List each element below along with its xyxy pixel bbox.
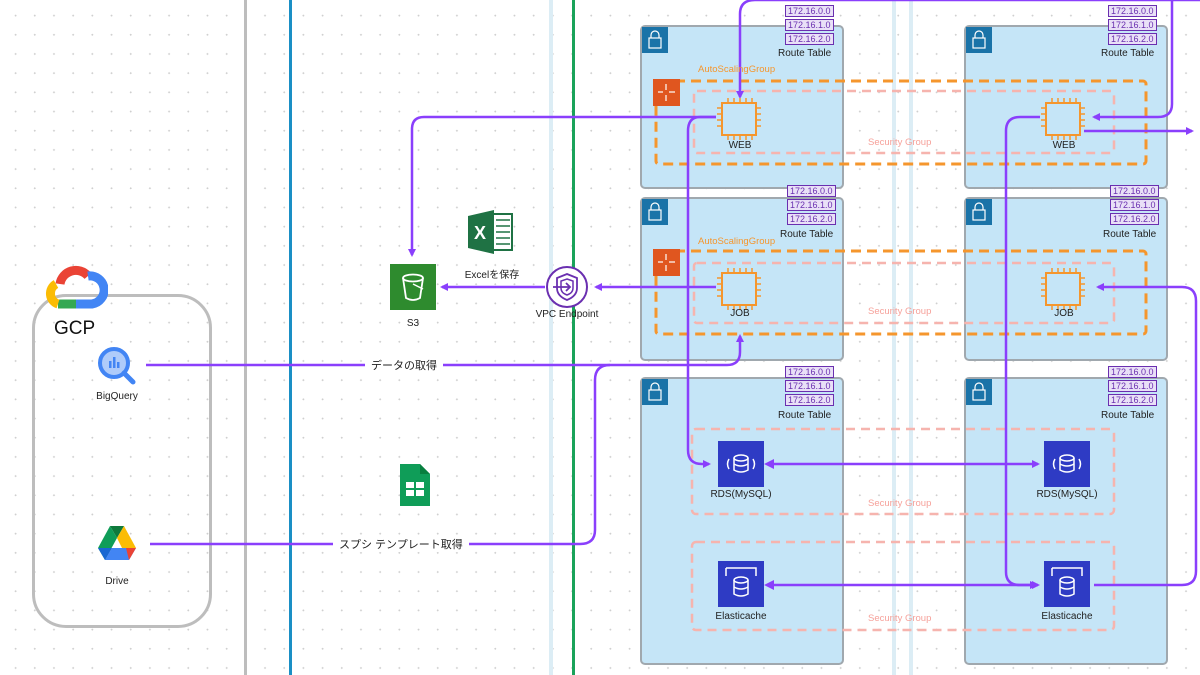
job-c-label: JOB <box>1054 308 1074 319</box>
route-entry: 172.16.2.0 <box>787 213 836 225</box>
edge-web-c-cache <box>1004 115 1040 589</box>
job-a-label: JOB <box>730 308 750 319</box>
route-entry: 172.16.1.0 <box>785 380 834 392</box>
web-c-label: WEB <box>1052 140 1076 151</box>
edge-label-drive: スプシ テンプレート取得 <box>333 536 469 552</box>
route-table-label: Route Table <box>1101 410 1155 421</box>
security-group-cache <box>690 540 1116 632</box>
edge-cache-job-c <box>1094 283 1198 587</box>
autoscaling-icon <box>653 79 680 106</box>
route-entry: 172.16.0.0 <box>1108 5 1157 17</box>
security-group-label-web: Security Group <box>868 137 932 148</box>
autoscaling-group-label-job: AutoScalingGroup <box>698 236 776 247</box>
edge-internet-web-c <box>1092 0 1174 121</box>
subnet-db-a <box>640 377 844 665</box>
ec2-icon-web-a <box>717 98 761 140</box>
elasticache-icon-c <box>1044 561 1090 607</box>
subnet-public-c <box>964 25 1168 189</box>
route-entry: 172.16.1.0 <box>1110 199 1159 211</box>
route-entry: 172.16.2.0 <box>1108 33 1157 45</box>
edge-bigquery-job <box>146 334 744 367</box>
route-entry: 172.16.2.0 <box>785 394 834 406</box>
autoscaling-icon <box>653 249 680 276</box>
divider-lightblue-2 <box>892 0 896 675</box>
route-table-label: Route Table <box>1103 229 1157 240</box>
security-group-rds <box>690 427 1116 516</box>
vpc-endpoint-icon[interactable] <box>545 265 589 309</box>
svg-text:X: X <box>474 223 486 243</box>
route-entry: 172.16.0.0 <box>787 185 836 197</box>
elasticache-a-label: Elasticache <box>715 611 767 622</box>
route-entry: 172.16.0.0 <box>1110 185 1159 197</box>
divider-gray <box>244 0 247 675</box>
vpc-endpoint-label: VPC Endpoint <box>535 309 599 320</box>
gcp-title: GCP <box>54 318 96 339</box>
web-a-label: WEB <box>728 140 752 151</box>
bigquery-label: BigQuery <box>96 391 138 402</box>
route-table-label: Route Table <box>778 410 832 421</box>
route-entry: 172.16.2.0 <box>1108 394 1157 406</box>
excel-icon: X <box>468 210 513 254</box>
elasticache-icon-a <box>718 561 764 607</box>
google-cloud-icon <box>46 265 108 309</box>
elasticache-c-label: Elasticache <box>1041 611 1093 622</box>
route-entry: 172.16.1.0 <box>1108 19 1157 31</box>
autoscaling-group-label-web: AutoScalingGroup <box>698 64 776 75</box>
drive-label: Drive <box>105 576 129 587</box>
excel-label: Excelを保存 <box>464 270 520 281</box>
autoscaling-group-web <box>654 79 1148 166</box>
route-entry: 172.16.1.0 <box>1108 380 1157 392</box>
autoscaling-group-job <box>654 249 1148 336</box>
edge-label-bigquery: データの取得 <box>365 357 443 373</box>
ec2-icon-job-a <box>717 268 761 310</box>
subnet-db-c <box>964 377 1168 665</box>
route-table-label: Route Table <box>778 48 832 59</box>
route-entry: 172.16.1.0 <box>785 19 834 31</box>
security-group-label-rds: Security Group <box>868 498 932 509</box>
route-table-label: Route Table <box>1101 48 1155 59</box>
security-group-label-job: Security Group <box>868 306 932 317</box>
route-entry: 172.16.1.0 <box>787 199 836 211</box>
security-group-label-cache: Security Group <box>868 613 932 624</box>
subnet-public-a <box>640 25 844 189</box>
rds-c-label: RDS(MySQL) <box>1036 489 1098 500</box>
route-entry: 172.16.0.0 <box>785 366 834 378</box>
s3-label: S3 <box>406 318 420 329</box>
ec2-icon-web-c <box>1041 98 1085 140</box>
rds-icon-a <box>718 441 764 487</box>
google-sheets-icon <box>400 464 430 506</box>
divider-blue <box>289 0 292 675</box>
google-drive-icon[interactable] <box>96 524 138 562</box>
gcp-group <box>32 294 212 628</box>
divider-lightblue <box>549 0 553 675</box>
edge-web-s3 <box>408 115 716 257</box>
route-entry: 172.16.2.0 <box>785 33 834 45</box>
route-entry: 172.16.0.0 <box>1108 366 1157 378</box>
divider-green <box>572 0 575 675</box>
edge-internet-web-a <box>736 0 1200 99</box>
edge-drive-job <box>150 363 611 546</box>
rds-a-label: RDS(MySQL) <box>710 489 772 500</box>
edge-web-rds <box>686 115 716 468</box>
security-group-job <box>692 261 1116 325</box>
route-table-label: Route Table <box>780 229 834 240</box>
rds-icon-c <box>1044 441 1090 487</box>
route-entry: 172.16.0.0 <box>785 5 834 17</box>
s3-icon[interactable] <box>390 264 436 310</box>
bigquery-icon[interactable] <box>95 344 141 386</box>
divider-lightblue-3 <box>909 0 913 675</box>
ec2-icon-job-c <box>1041 268 1085 310</box>
route-entry: 172.16.2.0 <box>1110 213 1159 225</box>
